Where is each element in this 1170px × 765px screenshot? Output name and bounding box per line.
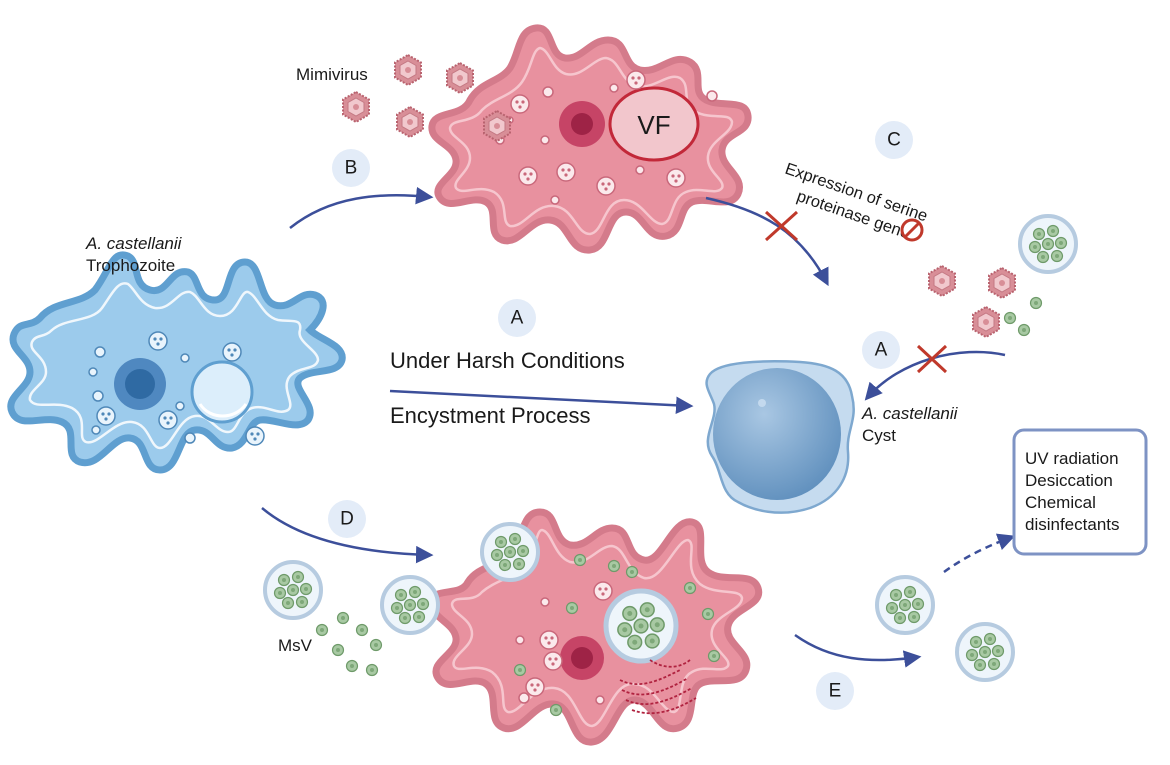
resistance-desiccation: Desiccation — [1025, 471, 1113, 490]
harsh-conditions-label: Under Harsh Conditions — [390, 348, 625, 373]
resistance-disinfectants: disinfectants — [1025, 515, 1120, 534]
badge-a-right-label: A — [875, 340, 888, 361]
block-c-x-icon — [764, 210, 799, 242]
msv-sac-icon — [382, 577, 438, 633]
arrow-encystment — [389, 389, 694, 415]
cyst-cell — [705, 360, 855, 514]
badge-d — [328, 500, 366, 538]
encystment-label: Encystment Process — [390, 403, 591, 428]
mimivirus-infected-cell — [428, 24, 752, 254]
arrow-c — [705, 196, 829, 287]
virion-icon — [396, 106, 424, 138]
badge-c — [875, 121, 913, 159]
virion-icon — [342, 91, 370, 123]
cyst-species-label: A. castellanii — [861, 404, 959, 423]
block-a-x-icon — [916, 344, 948, 374]
resistance-uv: UV radiation — [1025, 449, 1119, 468]
virion-icon — [446, 62, 474, 94]
virion-icon — [928, 265, 956, 297]
virion-icon — [972, 306, 1000, 338]
badge-e — [816, 672, 854, 710]
msv-particles-left — [265, 562, 438, 677]
arrow-b — [289, 186, 434, 229]
badge-a-center-label: A — [511, 308, 524, 329]
msv-sac-entering-icon — [482, 524, 538, 580]
badge-c-label: C — [887, 130, 901, 151]
arrow-d — [261, 507, 434, 564]
viral-factory — [608, 86, 700, 162]
inhibition-icon — [900, 218, 924, 242]
resistance-box — [1012, 428, 1148, 556]
arrow-resistance — [943, 533, 1016, 574]
badge-e-label: E — [829, 681, 842, 702]
msv-label: MsV — [278, 636, 313, 655]
trophozoite-contractile-vacuole — [190, 360, 254, 424]
mimivirus-label: Mimivirus — [296, 65, 368, 84]
msv-sac-icon — [1020, 216, 1076, 272]
virion-icon — [988, 267, 1016, 299]
badge-b-label: B — [345, 158, 358, 179]
badge-a-center — [498, 299, 536, 337]
trophozoite-species-label: A. castellanii — [85, 234, 183, 253]
viral-factory-label: VF — [637, 110, 670, 140]
resistance-chemical: Chemical — [1025, 493, 1096, 512]
trophozoite-stage-label: Trophozoite — [86, 256, 175, 275]
msv-sac-icon — [265, 562, 321, 618]
arrow-e — [794, 633, 922, 668]
badge-a-right — [862, 331, 900, 369]
badge-b — [332, 149, 370, 187]
cyst-entry-particles — [928, 216, 1076, 338]
endoplasmic-reticulum — [619, 659, 697, 715]
cyst-stage-label: Cyst — [862, 426, 896, 445]
msv-sac-released-icon — [877, 577, 933, 633]
trophozoite-cell — [7, 251, 346, 474]
badge-d-label: D — [340, 509, 354, 530]
virion-icon — [394, 54, 422, 86]
msv-sac-released-icon — [957, 624, 1013, 680]
